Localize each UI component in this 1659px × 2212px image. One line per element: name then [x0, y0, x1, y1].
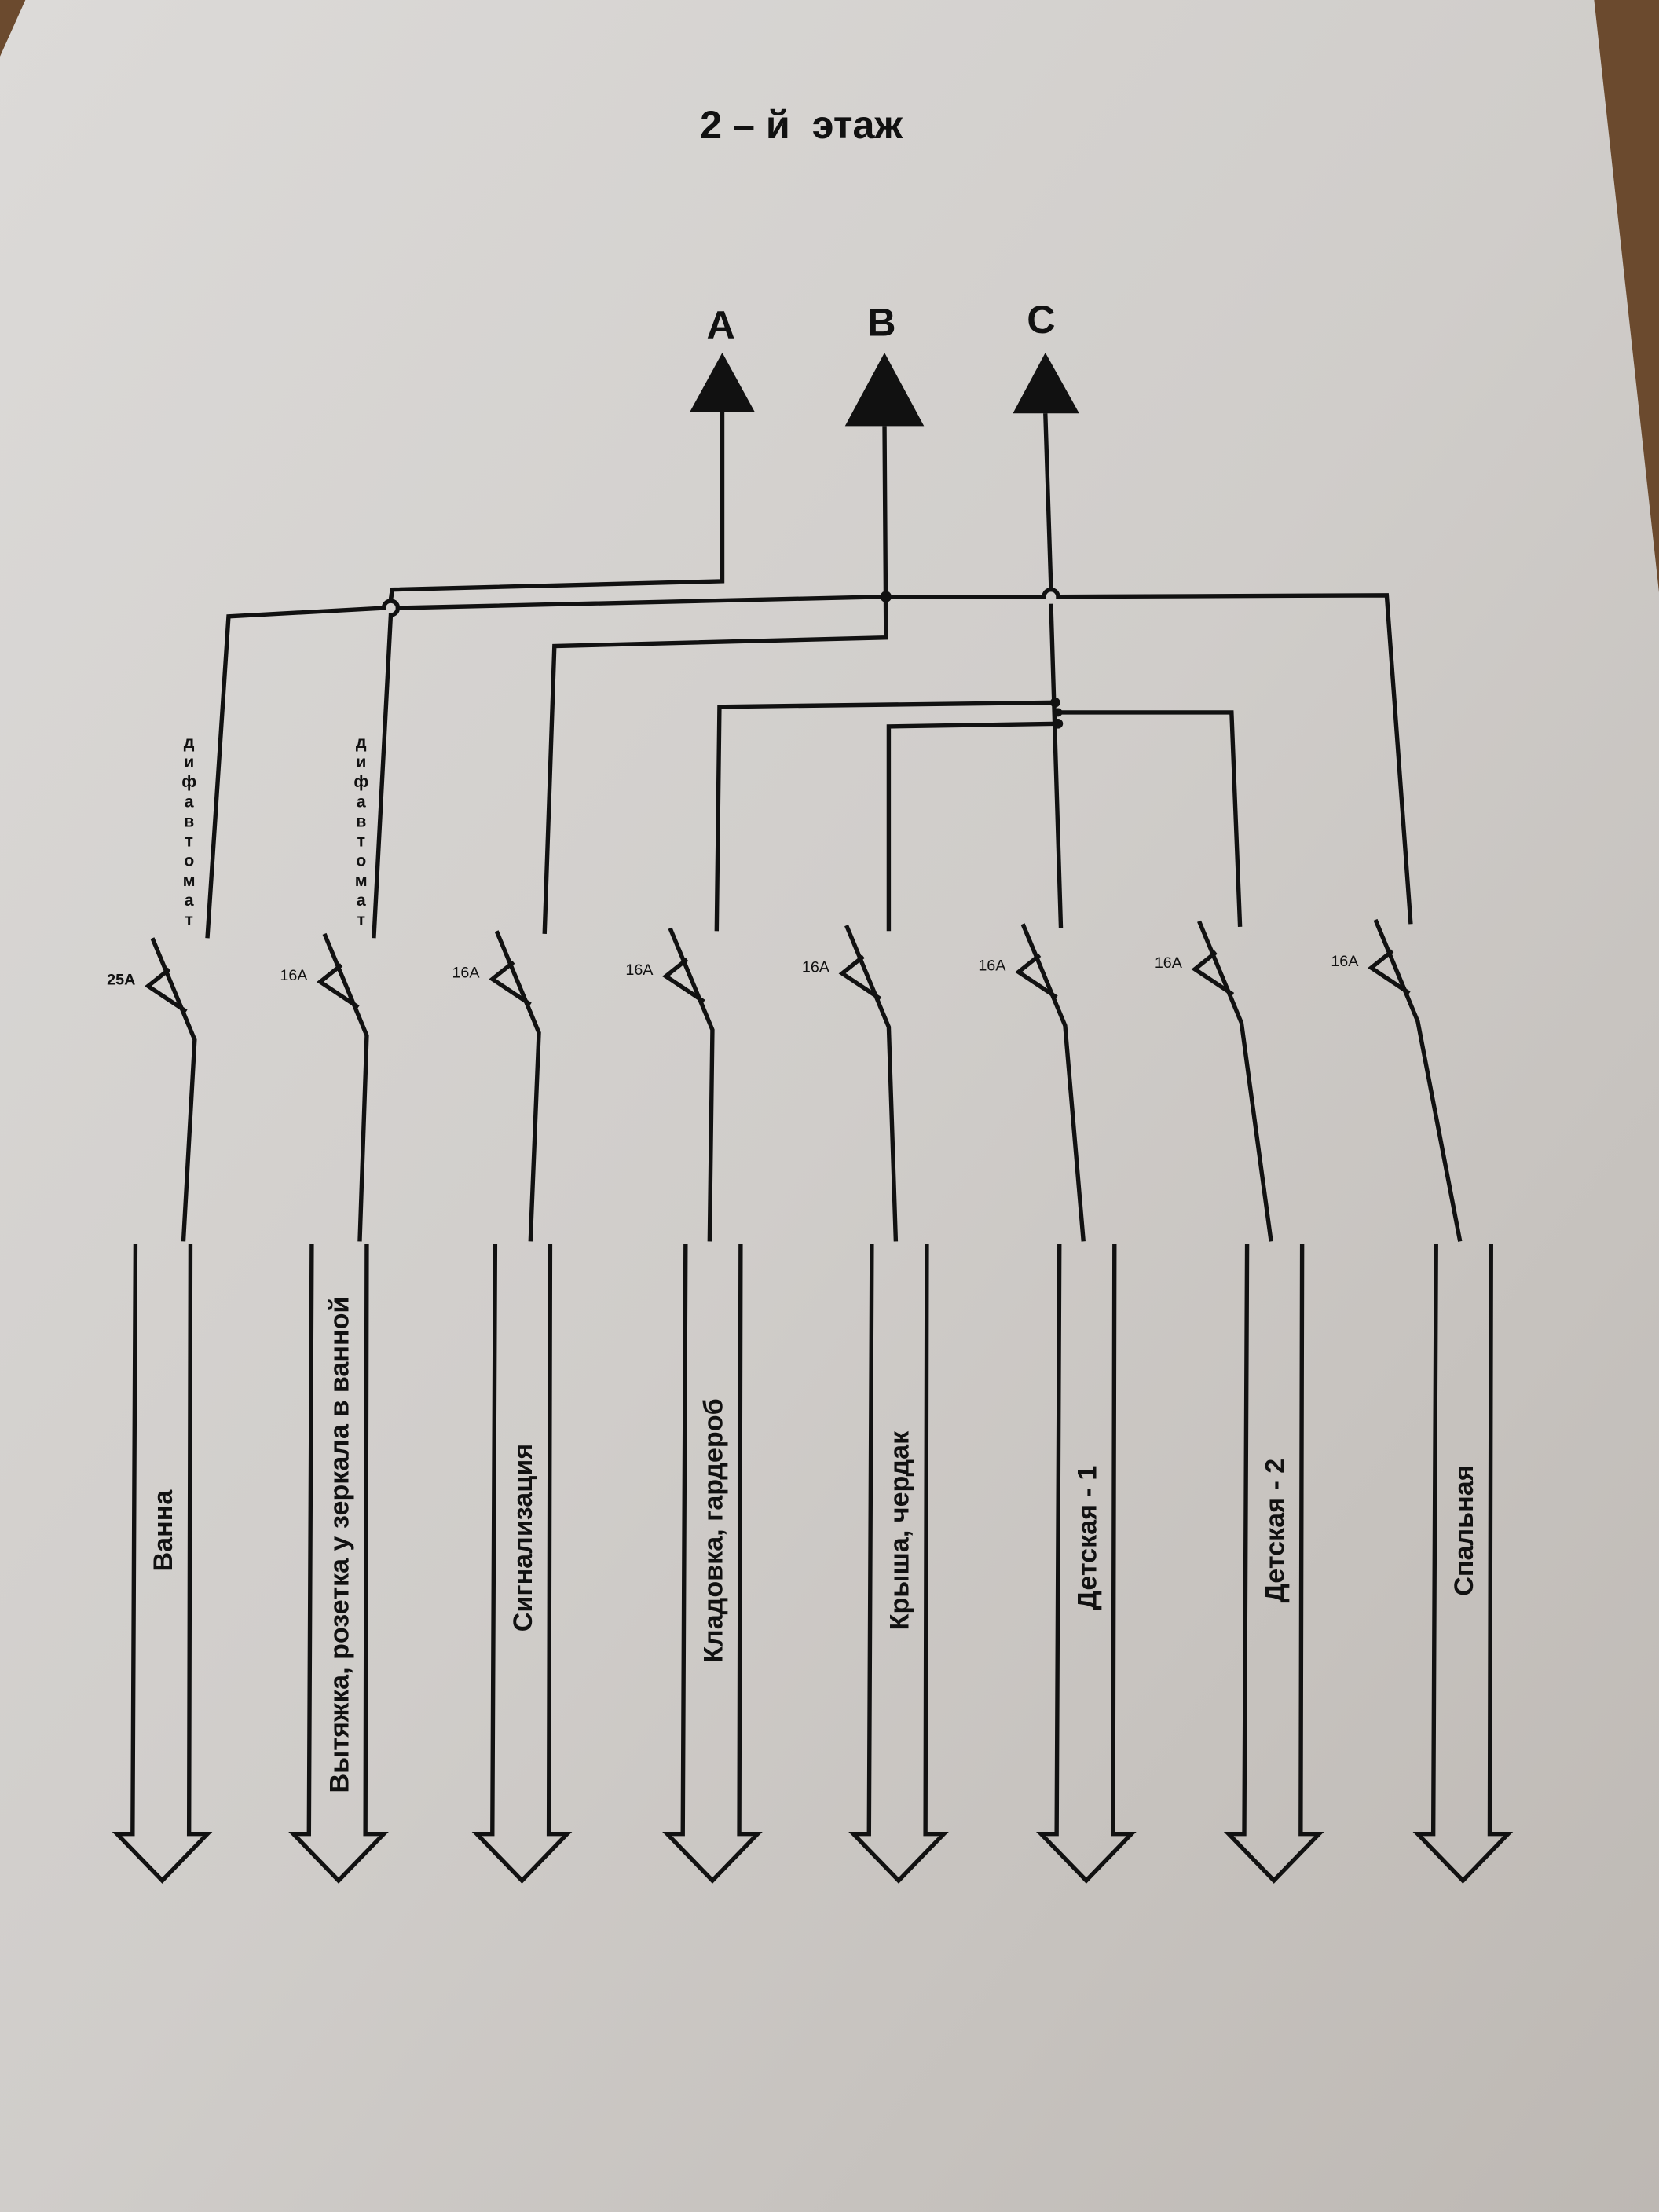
- circuit-breakers: 25AдифавтоматВанна16AдифавтоматВытяжка, …: [107, 732, 1514, 1884]
- circuit-6: 16A Детская - 1: [978, 923, 1137, 1884]
- circuit-label: Детская - 2: [1260, 1459, 1290, 1603]
- circuit-arrow-icon: [1412, 1243, 1514, 1884]
- breaker-lever-icon: [489, 960, 532, 1006]
- breaker-lever-icon: [1368, 949, 1411, 995]
- circuit-3: 16A Сигнализация: [452, 930, 573, 1884]
- circuit-7: 16A Детская - 2: [1155, 920, 1324, 1884]
- rcd-label-letter: ф: [181, 771, 196, 791]
- rcd-label-letter: а: [357, 791, 367, 811]
- circuit-label: Сигнализация: [508, 1444, 538, 1632]
- rcd-label-letter: т: [357, 910, 365, 929]
- wire-phase-c-kladovka: [714, 700, 1056, 932]
- rcd-label-letter: в: [184, 811, 194, 830]
- junction-dot: [1053, 719, 1064, 729]
- breaker-rating: 25A: [107, 972, 135, 989]
- junction-dot: [1053, 708, 1063, 717]
- circuit-arrow-icon: [112, 1243, 213, 1884]
- phase-label-c: C: [1027, 297, 1055, 342]
- circuit-label: Спальная: [1449, 1465, 1479, 1595]
- rcd-label-letter: м: [183, 870, 196, 890]
- wire-phase-b: [542, 426, 888, 934]
- circuit-label: Крыша, чердак: [885, 1430, 915, 1631]
- breaker-lever-icon: [1191, 950, 1235, 997]
- circuit-label: Детская - 1: [1072, 1466, 1102, 1610]
- rcd-label-letter: и: [356, 752, 366, 771]
- circuit-8: 16A Спальная: [1331, 918, 1514, 1884]
- phase-label-b: B: [867, 299, 895, 344]
- breaker-lever-icon: [662, 958, 705, 1004]
- circuit-arrow-icon: [1223, 1243, 1324, 1884]
- rcd-label-letter: д: [184, 732, 195, 752]
- breaker-rating: 16A: [1331, 953, 1359, 970]
- rcd-label-letter: ф: [353, 771, 368, 791]
- breaker-rating: 16A: [978, 958, 1006, 975]
- circuit-arrow-icon: [848, 1243, 949, 1884]
- phase-label-a: A: [707, 302, 735, 347]
- breaker-lever-icon: [838, 954, 882, 1001]
- junction-dot: [880, 591, 892, 602]
- phase-c-triangle-icon: [1013, 352, 1079, 414]
- circuit-label: Ванна: [148, 1489, 178, 1572]
- rcd-label-letter: д: [356, 732, 367, 752]
- rcd-label-letter: в: [356, 811, 366, 830]
- rcd-label-letter: о: [356, 851, 366, 870]
- wire-phase-c-detskaya2: [1057, 710, 1243, 928]
- circuit-4: 16A Кладовка, гардероб: [625, 927, 763, 1884]
- breaker-rating: 16A: [625, 961, 654, 979]
- rcd-label-letter: о: [184, 851, 194, 870]
- rcd-label-letter: т: [357, 831, 365, 851]
- junction-dot: [1050, 698, 1060, 708]
- circuit-arrow-icon: [662, 1243, 763, 1884]
- circuit-arrow-icon: [1036, 1243, 1137, 1884]
- rcd-label-letter: т: [185, 831, 193, 851]
- breaker-rating: 16A: [452, 965, 480, 982]
- rcd-label-letter: а: [357, 890, 367, 910]
- breaker-rating: 16A: [802, 958, 830, 976]
- breaker-rating: 16A: [280, 967, 308, 984]
- rcd-label-letter: т: [185, 910, 193, 929]
- rcd-label-letter: м: [355, 870, 368, 890]
- phase-b-triangle-icon: [844, 352, 925, 427]
- circuit-label: Кладовка, гардероб: [699, 1398, 729, 1662]
- breaker-lever-icon: [317, 963, 360, 1009]
- phase-a-triangle-icon: [690, 352, 755, 412]
- circuit-arrow-icon: [288, 1243, 389, 1884]
- rcd-label-letter: а: [185, 791, 195, 811]
- rcd-label-letter: а: [185, 890, 195, 910]
- breaker-rating: 16A: [1155, 954, 1183, 972]
- circuit-5: 16A Крыша, чердак: [802, 925, 949, 1884]
- circuit-label: Вытяжка, розетка у зеркала в ванной: [325, 1297, 355, 1793]
- breaker-lever-icon: [1015, 953, 1058, 999]
- circuit-arrow-icon: [471, 1243, 573, 1884]
- page-title: 2 – й этаж: [700, 102, 903, 147]
- rcd-label-letter: и: [184, 752, 194, 771]
- breaker-lever-icon: [145, 967, 188, 1013]
- wire-phase-c-krysha: [886, 721, 1058, 932]
- wire-phase-c: [1043, 413, 1064, 928]
